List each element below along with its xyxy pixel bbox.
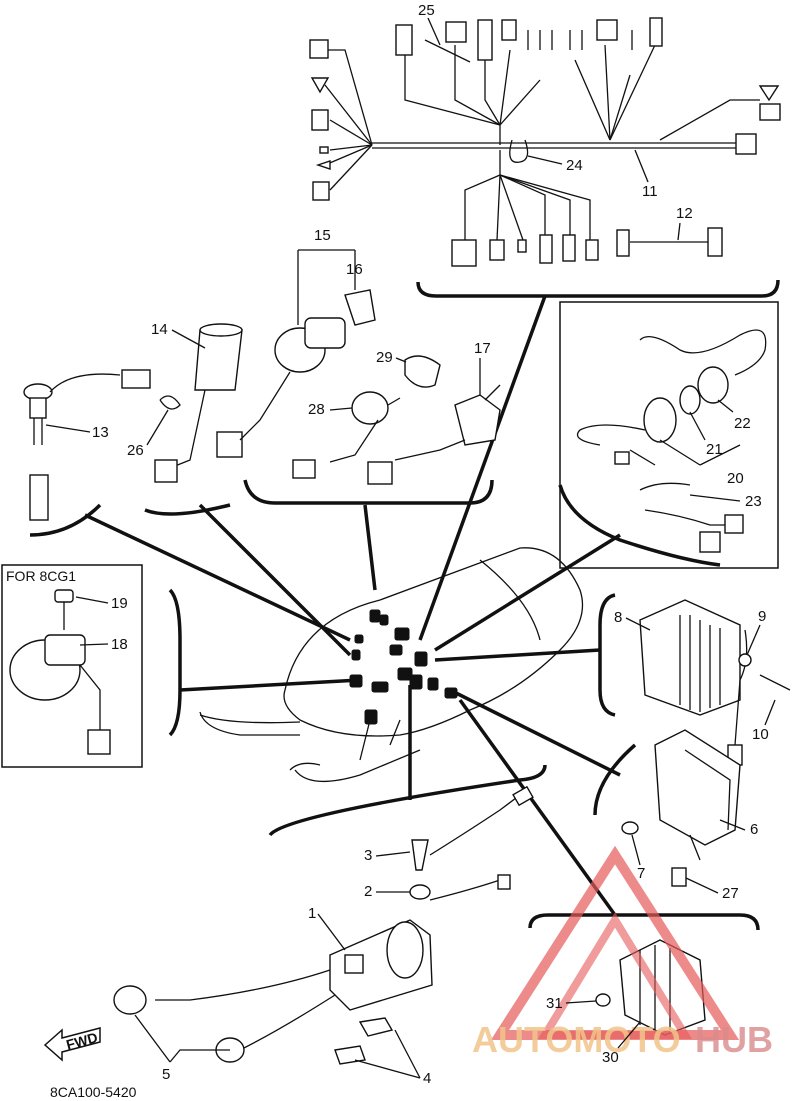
callout-15: 15 [314, 227, 331, 244]
callout-9: 9 [758, 608, 766, 625]
parts-20-23-switch-assembly [576, 329, 767, 553]
callout-31: 31 [546, 995, 563, 1012]
leader-lines [84, 295, 621, 917]
callout-19: 19 [111, 595, 128, 612]
part-15-switch [239, 289, 376, 441]
fwd-arrow-icon: FWD [43, 1027, 101, 1062]
group-brackets [29, 279, 780, 931]
callout-4: 4 [423, 1070, 431, 1087]
callout-13: 13 [92, 424, 109, 441]
part-14-relay [154, 323, 243, 483]
part-6-cdi [621, 729, 741, 887]
callout-17: 17 [474, 340, 491, 357]
callout-11: 11 [642, 183, 658, 200]
callout-29: 29 [376, 349, 393, 366]
part-28-sensor [292, 355, 441, 479]
callout-14: 14 [151, 321, 168, 338]
callout-23: 23 [745, 493, 762, 510]
harness-connectors [309, 17, 781, 267]
callout-5: 5 [162, 1066, 170, 1083]
callout-6: 6 [750, 821, 758, 838]
callout-2: 2 [364, 883, 372, 900]
callout-3: 3 [364, 847, 372, 864]
callout-labels: 1 2 3 4 5 6 7 8 9 10 11 12 13 14 15 16 1… [45, 2, 776, 1087]
watermark-logo [490, 845, 740, 1040]
diagram-code: 8CA100-5420 [50, 1084, 137, 1100]
callout-28: 28 [308, 401, 325, 418]
callout-16: 16 [346, 261, 363, 278]
inset-title: FOR 8CG1 [6, 568, 76, 584]
callout-10: 10 [752, 726, 769, 743]
callout-7: 7 [637, 865, 645, 882]
callout-1: 1 [308, 905, 316, 922]
callout-8: 8 [614, 609, 622, 626]
callout-18: 18 [111, 636, 128, 653]
callout-12: 12 [676, 205, 693, 222]
part-8-regulator [639, 599, 791, 766]
callout-24: 24 [566, 157, 583, 174]
parts-1-5-ignition-coil [113, 785, 534, 1065]
parts-18-19-inset [9, 589, 111, 755]
callout-21: 21 [706, 441, 723, 458]
variant-inset-frame [1, 564, 143, 768]
callout-27: 27 [722, 885, 739, 902]
fwd-label: FWD [64, 1029, 99, 1053]
callout-25: 25 [418, 2, 435, 19]
callout-26: 26 [127, 442, 144, 459]
watermark-text-2: HUB [695, 1019, 773, 1060]
part-17-switch [367, 384, 501, 485]
watermark-text-1: AUTOMOTO [472, 1019, 681, 1060]
vehicle-component-markers [349, 609, 458, 725]
callout-20: 20 [727, 470, 744, 487]
callout-30: 30 [602, 1049, 619, 1066]
snowmobile-outline [199, 547, 584, 783]
part-13-lamp [23, 369, 151, 521]
callout-22: 22 [734, 415, 751, 432]
switch-inset-frame [559, 301, 779, 569]
wire-harness [324, 44, 760, 243]
